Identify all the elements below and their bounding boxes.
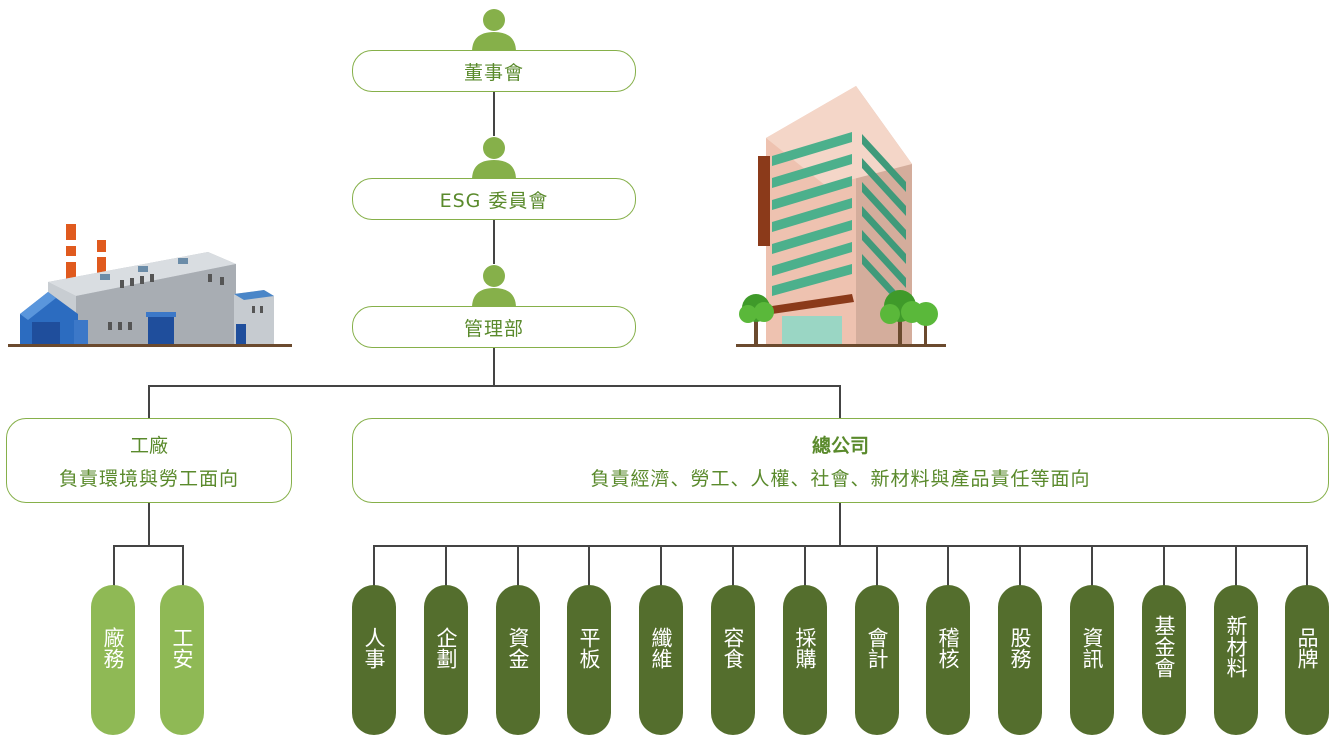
department-label: 資金 xyxy=(506,627,530,669)
hq-dept-pill: 纖維 xyxy=(639,585,683,735)
hq-dept-pill: 平板 xyxy=(567,585,611,735)
connector-hq-dept xyxy=(1163,545,1165,587)
management-label: 管理部 xyxy=(463,317,524,340)
hq-dept-pill: 基金會 xyxy=(1142,585,1186,735)
department-label: 廠務 xyxy=(101,627,125,669)
connector-hq-dept xyxy=(804,545,806,587)
connector-factory-dept-1 xyxy=(113,545,115,587)
management-box: 管理部 xyxy=(352,306,636,348)
factory-box: 工廠 負責環境與勞工面向 xyxy=(6,418,292,503)
office-building-illustration xyxy=(736,86,946,347)
hq-dept-pill: 品牌 xyxy=(1285,585,1329,735)
department-label: 品牌 xyxy=(1295,627,1319,669)
connector-hq-dept xyxy=(1019,545,1021,587)
esg-committee-label: ESG 委員會 xyxy=(439,189,549,212)
hq-dept-pill: 資訊 xyxy=(1070,585,1114,735)
person-icon-board xyxy=(472,9,516,52)
headquarters-box: 總公司 負責經濟、勞工、人權、社會、新材料與產品責任等面向 xyxy=(352,418,1329,503)
connector-factory-dept-2 xyxy=(182,545,184,587)
department-label: 平板 xyxy=(577,627,601,669)
connector-hq-horizontal xyxy=(373,545,1308,547)
connector-hq-dept xyxy=(1091,545,1093,587)
department-label: 採購 xyxy=(793,627,817,669)
connector-hq-dept xyxy=(445,545,447,587)
hq-dept-pill: 企劃 xyxy=(424,585,468,735)
factory-dept-pill: 工安 xyxy=(160,585,204,735)
department-label: 稽核 xyxy=(936,627,960,669)
department-label: 資訊 xyxy=(1080,627,1104,669)
connector-board-esg xyxy=(493,92,495,136)
connector-hq-dept xyxy=(517,545,519,587)
department-label: 股務 xyxy=(1008,627,1032,669)
factory-description: 負責環境與勞工面向 xyxy=(58,467,239,490)
hq-dept-pill: 會計 xyxy=(855,585,899,735)
connector-split-horizontal xyxy=(148,385,841,387)
connector-esg-mgmt xyxy=(493,220,495,264)
headquarters-title: 總公司 xyxy=(811,434,869,457)
department-label: 新材料 xyxy=(1224,615,1248,678)
hq-dept-pill: 資金 xyxy=(496,585,540,735)
factory-illustration xyxy=(8,224,292,347)
department-label: 纖維 xyxy=(649,627,673,669)
connector-hq-dept xyxy=(947,545,949,587)
hq-dept-pill: 容食 xyxy=(711,585,755,735)
department-label: 容食 xyxy=(721,627,745,669)
esg-committee-box: ESG 委員會 xyxy=(352,178,636,220)
headquarters-description: 負責經濟、勞工、人權、社會、新材料與產品責任等面向 xyxy=(590,467,1091,490)
connector-mgmt-down xyxy=(493,348,495,386)
department-label: 人事 xyxy=(362,627,386,669)
person-icon-management xyxy=(472,265,516,308)
connector-hq-dept xyxy=(660,545,662,587)
department-label: 基金會 xyxy=(1152,615,1176,678)
factory-dept-pill: 廠務 xyxy=(91,585,135,735)
connector-to-hq xyxy=(839,385,841,418)
connector-hq-down xyxy=(839,503,841,546)
board-label: 董事會 xyxy=(463,61,524,84)
department-label: 企劃 xyxy=(434,627,458,669)
department-label: 工安 xyxy=(170,627,194,669)
hq-dept-pill: 股務 xyxy=(998,585,1042,735)
person-icon-esg xyxy=(472,137,516,180)
connector-hq-dept xyxy=(1235,545,1237,587)
hq-dept-pill: 採購 xyxy=(783,585,827,735)
hq-dept-pill: 新材料 xyxy=(1214,585,1258,735)
connector-to-factory xyxy=(148,385,150,418)
connector-factory-horizontal xyxy=(113,545,183,547)
connector-factory-down xyxy=(148,503,150,546)
connector-hq-dept xyxy=(732,545,734,587)
connector-hq-dept xyxy=(876,545,878,587)
connector-hq-dept xyxy=(588,545,590,587)
connector-hq-dept xyxy=(373,545,375,587)
hq-dept-pill: 人事 xyxy=(352,585,396,735)
factory-title: 工廠 xyxy=(129,434,168,457)
department-label: 會計 xyxy=(865,627,889,669)
connector-hq-dept xyxy=(1306,545,1308,587)
board-box: 董事會 xyxy=(352,50,636,92)
hq-dept-pill: 稽核 xyxy=(926,585,970,735)
